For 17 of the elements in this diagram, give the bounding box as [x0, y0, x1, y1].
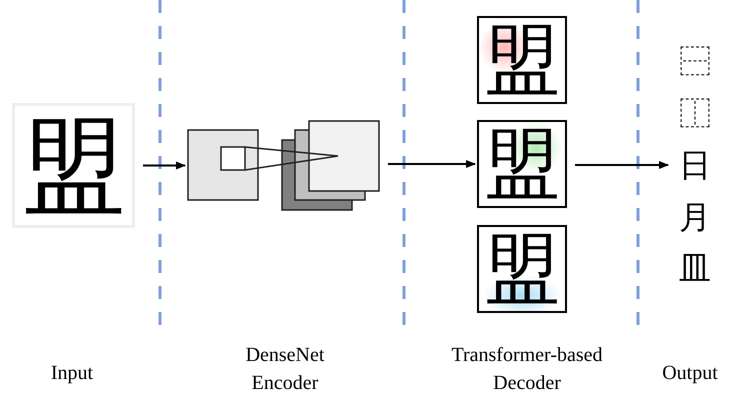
- stage-label: Input: [50, 361, 94, 386]
- stage-label: Transformer-based Decoder: [450, 343, 604, 396]
- stage-label: DenseNet Encoder: [244, 343, 326, 396]
- arrow: [143, 162, 186, 170]
- character-box: 盟: [477, 120, 567, 208]
- output-character: ⿱: [679, 44, 711, 80]
- stage-label: Output: [661, 361, 719, 386]
- arrow: [575, 161, 669, 169]
- output-character: 日: [679, 147, 711, 183]
- feature-map-drawing: [187, 120, 380, 211]
- character-box: 盟: [477, 225, 567, 313]
- character-box: 盟: [12, 103, 135, 228]
- output-character: ⿰: [679, 96, 711, 132]
- output-character: 皿: [679, 250, 711, 286]
- arrow: [388, 160, 476, 168]
- character-box: 盟: [477, 16, 567, 104]
- output-character: 月: [679, 198, 711, 234]
